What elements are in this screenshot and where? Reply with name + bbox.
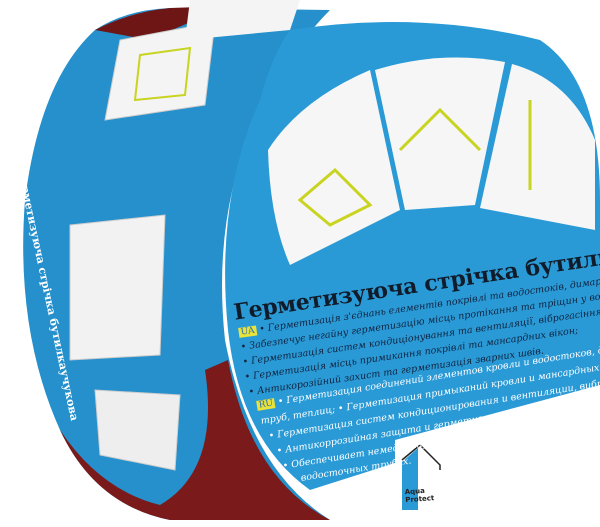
roof-sketch: [398, 107, 482, 152]
white-label: [395, 385, 600, 527]
brand-logo-text: Aqua Protect: [404, 486, 435, 505]
logo-blue-mark: [402, 448, 418, 510]
logo-house-icon: [401, 443, 441, 470]
side-panel-gutter: [69, 214, 166, 361]
panel-roof-chimney: [375, 57, 505, 210]
dormer-sketch: [297, 167, 373, 227]
side-panel-window: [104, 21, 216, 121]
tape-red-edge: [60, 360, 330, 520]
side-window-sketch: [133, 46, 192, 102]
panel-dormer-window: [268, 70, 400, 265]
side-panel-top: [185, 0, 300, 40]
side-panel-bottom: [94, 389, 181, 471]
panel-brick-wall: [480, 64, 595, 230]
